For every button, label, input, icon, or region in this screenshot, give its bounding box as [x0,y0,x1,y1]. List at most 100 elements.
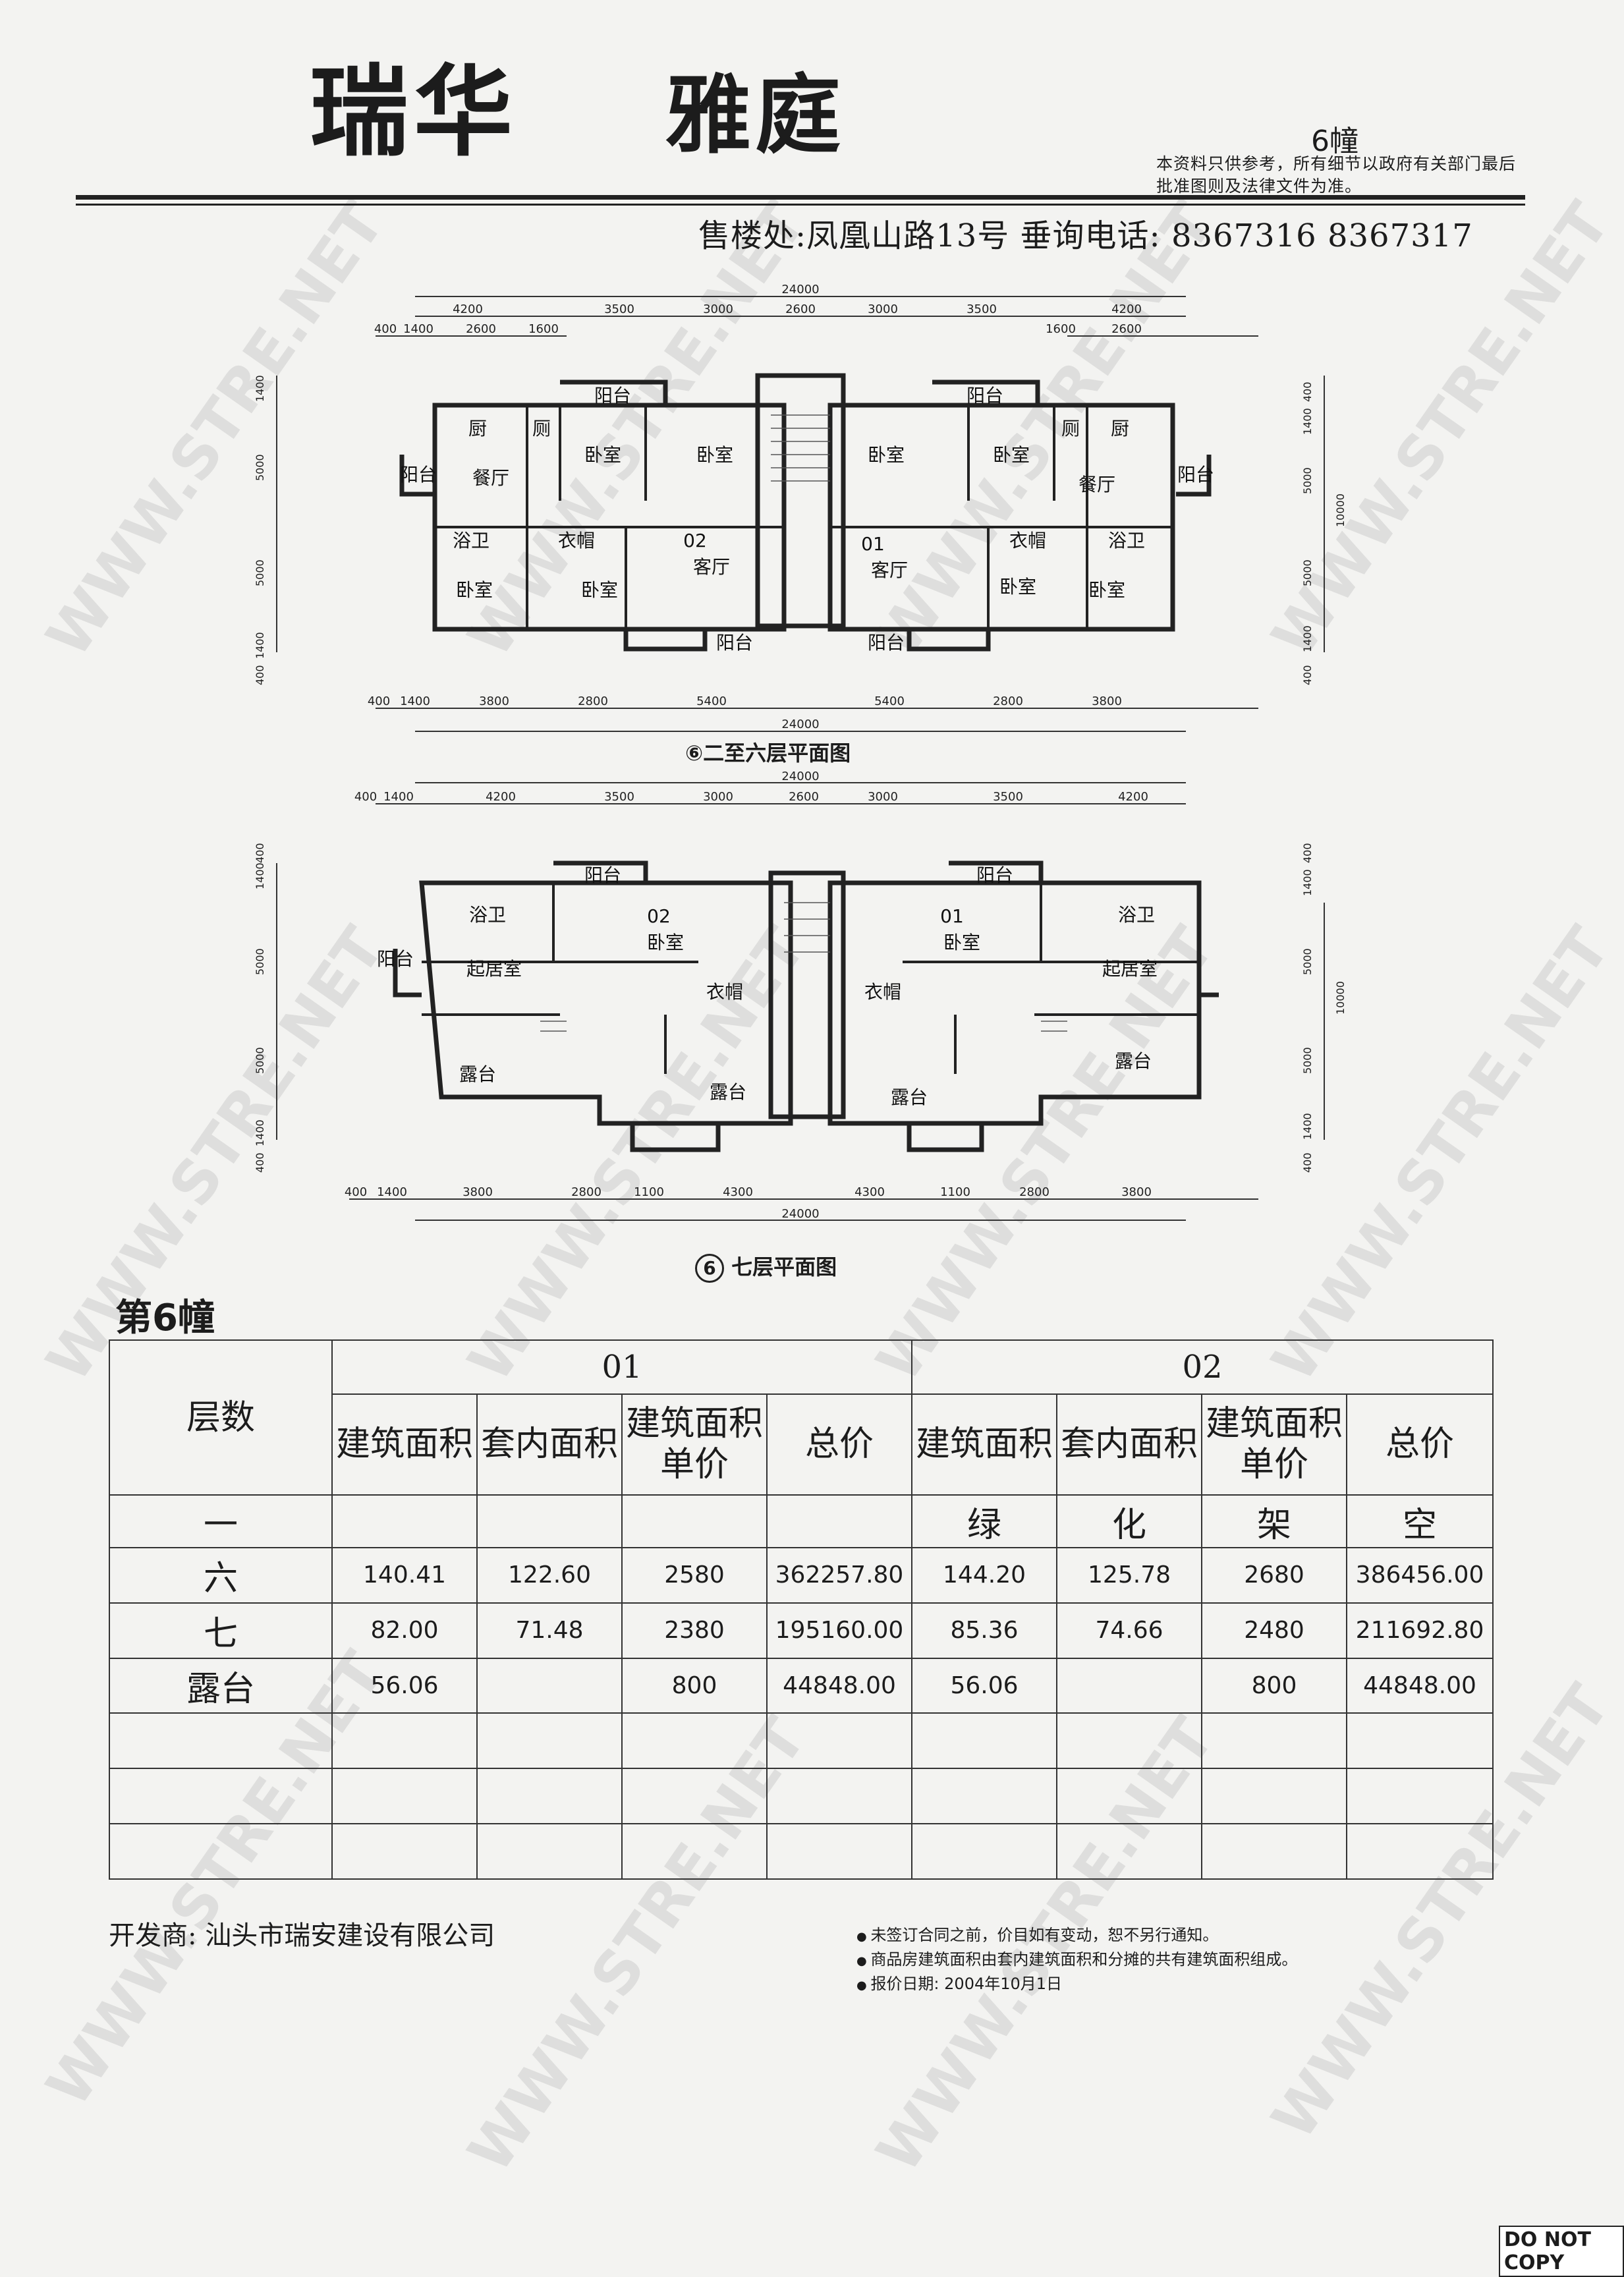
room-label: 浴卫 [1118,904,1155,926]
room-label: 厨 [468,418,487,439]
dim-label: 1400 [400,694,430,708]
section-title: 第6幢 [115,1297,215,1339]
cell: 122.60 [476,1546,623,1604]
dim-label: 5400 [874,694,905,708]
room-label: 露台 [459,1063,496,1085]
dim-label: 3500 [993,790,1023,804]
cell: 74.66 [1056,1602,1203,1659]
cell: 2680 [1201,1546,1348,1604]
dim-label: 1100 [634,1185,664,1199]
room-label: 餐厅 [472,467,509,489]
cell: 82.00 [331,1602,478,1659]
dim-label: 2800 [578,694,608,708]
dim-label: 4200 [1111,302,1142,316]
dim-label: 3500 [604,302,634,316]
room-label: 阳台 [868,632,905,654]
dim-label: 4200 [486,790,516,804]
dim-label: 5000 [254,1047,266,1074]
room-label: 客厅 [871,559,908,581]
note-item: 未签订合同之前，价目如有变动，恕不另行通知。 [856,1924,1297,1948]
header-gross-area: 建筑面积 [911,1393,1058,1496]
room-label: 阳台 [584,864,621,886]
dim-label: 5000 [1301,948,1314,975]
header-rule-thin [76,204,1525,206]
table-row-empty [109,1712,1494,1770]
room-label: 浴卫 [1108,530,1145,551]
dim-label: 2600 [1111,322,1142,336]
dim-label: 24000 [781,283,819,296]
header-total-price: 总价 [766,1393,913,1496]
room-label: 阳台 [976,864,1013,886]
header-floor: 层数 [109,1339,333,1496]
header-gross-area: 建筑面积 [331,1393,478,1496]
header-unit-price: 建筑面积单价 [621,1393,768,1496]
dim-label: 1400 [254,632,266,659]
room-label: 衣帽 [864,981,901,1003]
dim-label: 2800 [571,1185,602,1199]
dim-label: 1400 [254,375,266,402]
room-label: 客厅 [693,556,730,578]
dim-label: 4200 [453,302,483,316]
room-label: 浴卫 [469,904,506,926]
cell: 140.41 [331,1546,478,1604]
header-rule [76,195,1525,200]
dim-label: 1400 [1301,625,1314,652]
dim-label: 2600 [785,302,816,316]
floor-plan-2-6: 24000 4200 3500 3000 2600 3000 3500 4200… [254,283,1347,732]
room-label: 卧室 [943,932,980,953]
dim-label: 4200 [1118,790,1148,804]
dim-label: 3800 [1092,694,1122,708]
room-label: 起居室 [1102,958,1158,980]
dim-label: 3000 [868,790,898,804]
dim-label: 4300 [723,1185,753,1199]
dim-label: 400 [368,694,390,708]
floor-cell: 六 [109,1546,333,1604]
room-label: 卧室 [581,579,618,601]
dim-label: 3000 [703,302,733,316]
dim-label: 2600 [789,790,819,804]
plan2-caption: 6 七层平面图 [695,1251,837,1283]
dim-label: 5000 [254,454,266,481]
dim-label: 1400 [1301,869,1314,896]
cell: 56.06 [331,1657,478,1714]
room-label: 露台 [891,1086,928,1108]
price-table: 层数 01 02 建筑面积 套内面积 建筑面积单价 总价 建筑面积 套内面积 建… [109,1339,1494,1880]
dim-label: 3500 [604,790,634,804]
cell: 85.36 [911,1602,1058,1659]
dim-label: 1400 [377,1185,407,1199]
room-label: 厨 [1111,418,1129,439]
cell: 化 [1056,1494,1203,1548]
dim-label: 400 [374,322,397,336]
dim-label: 10000 [1334,493,1347,527]
dim-label: 2800 [993,694,1023,708]
room-label: 卧室 [993,444,1030,466]
project-title-2: 雅庭 [665,65,845,165]
room-label: 01 [940,905,964,927]
disclaimer: 本资料只供参考，所有细节以政府有关部门最后批准图则及法律文件为准。 [1156,154,1517,196]
table-row: 露台 56.06 800 44848.00 56.06 800 44848.00 [109,1657,1494,1714]
cell: 362257.80 [766,1546,913,1604]
dim-label: 10000 [1334,981,1347,1015]
dim-label: 24000 [781,771,819,783]
cell: 44848.00 [1346,1657,1494,1714]
dim-label: 24000 [781,1207,819,1221]
cell: 195160.00 [766,1602,913,1659]
room-label: 厕 [1061,418,1080,439]
room-label: 阳台 [377,948,414,970]
cell: 绿 [911,1494,1058,1548]
dim-label: 3800 [462,1185,493,1199]
dim-label: 400 [1301,843,1314,863]
cell: 架 [1201,1494,1348,1548]
header-unit-02: 02 [911,1339,1494,1395]
cell: 空 [1346,1494,1494,1548]
room-label: 卧室 [647,932,684,953]
sales-contact: 售楼处:凤凰山路13号 垂询电话: 8367316 8367317 [698,217,1473,254]
building-label: 6幢 [1311,125,1358,158]
room-label: 卧室 [456,579,493,601]
table-row-empty [109,1768,1494,1825]
floor-cell: 七 [109,1602,333,1659]
dim-label: 5000 [254,948,266,975]
table-row-empty [109,1823,1494,1880]
dim-label: 2800 [1019,1185,1050,1199]
room-label: 餐厅 [1078,474,1115,495]
